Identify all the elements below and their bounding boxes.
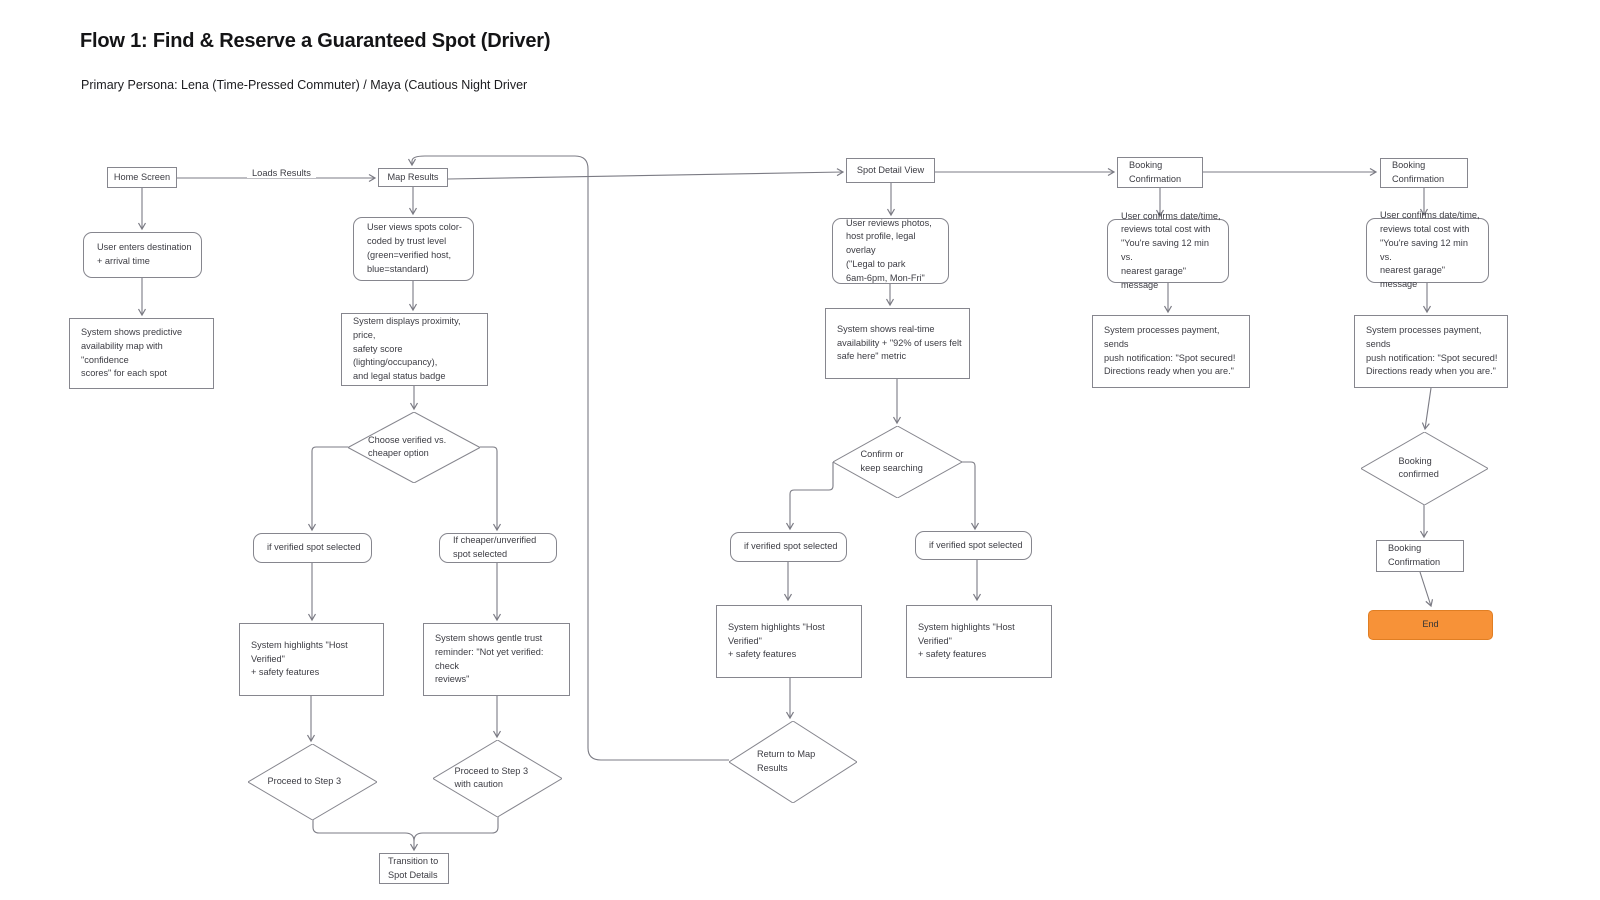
node-system-predictive-map: System shows predictive availability map… [69,318,214,389]
node-system-displays-proximity: System displays proximity, price, safety… [341,313,488,386]
node-system-highlights-1: System highlights "Host Verified" + safe… [239,623,384,696]
diamond-label: Choose verified vs. cheaper option [368,434,447,459]
node-if-cheaper-selected: If cheaper/unverified spot selected [439,533,557,563]
page-subtitle: Primary Persona: Lena (Time-Pressed Comm… [81,78,528,92]
node-system-payment-2: System processes payment, sends push not… [1354,315,1508,388]
node-if-verified-selected-3: if verified spot selected [915,531,1032,560]
diamond-label: Confirm or keep searching [860,449,923,473]
diamond-label: Proceed to Step 3 with caution [454,765,529,790]
diamond-shape [729,721,857,803]
diamond-label: Return to Map Results [757,749,816,773]
node-choose-verified-diamond: Choose verified vs. cheaper option [348,412,480,483]
node-transition-spot-details: Transition to Spot Details [379,853,449,884]
diamond-shape [1361,432,1488,505]
diamond-shape [433,740,562,817]
node-return-to-map-diamond: Return to Map Results [729,721,857,803]
node-home-screen: Home Screen [107,167,177,188]
node-system-highlights-2: System highlights "Host Verified" + safe… [716,605,862,678]
node-map-results: Map Results [378,168,448,187]
edge-label-loads-results: Loads Results [247,168,316,178]
node-spot-detail-view: Spot Detail View [846,158,935,183]
node-booking-confirmation-2: Booking Confirmation [1380,158,1468,188]
node-booking-confirmation-3: Booking Confirmation [1376,540,1464,572]
diamond-label: Proceed to Step 3 [267,776,342,787]
node-user-enters-destination: User enters destination + arrival time [83,232,202,278]
node-booking-confirmed-diamond: Booking confirmed [1361,432,1488,505]
node-user-views-spots: User views spots color- coded by trust l… [353,217,474,281]
node-confirm-or-search-diamond: Confirm or keep searching [833,426,962,498]
diamond-shape [248,744,377,820]
node-proceed-step3-diamond: Proceed to Step 3 [248,744,377,820]
diamond-label: Booking confirmed [1398,455,1439,480]
node-user-confirms-2: User confirms date/time, reviews total c… [1366,210,1489,289]
diamond-shape [833,426,962,498]
node-system-realtime: System shows real-time availability + "9… [825,308,970,379]
node-system-gentle-reminder: System shows gentle trust reminder: "Not… [423,623,570,696]
node-booking-confirmation-1: Booking Confirmation [1117,157,1203,188]
node-user-confirms-1: User confirms date/time, reviews total c… [1107,211,1229,290]
edge-group [137,155,1434,852]
diamond-shape [348,412,480,483]
node-user-reviews-photos: User reviews photos, host profile, legal… [832,218,949,284]
page-title: Flow 1: Find & Reserve a Guaranteed Spot… [80,30,551,52]
node-end: End [1368,610,1493,640]
node-if-verified-selected-2: if verified spot selected [730,532,847,562]
node-system-highlights-3: System highlights "Host Verified" + safe… [906,605,1052,678]
node-proceed-step3-caution-diamond: Proceed to Step 3 with caution [433,740,562,817]
node-if-verified-selected-1: if verified spot selected [253,533,372,563]
node-system-payment-1: System processes payment, sends push not… [1092,315,1250,388]
